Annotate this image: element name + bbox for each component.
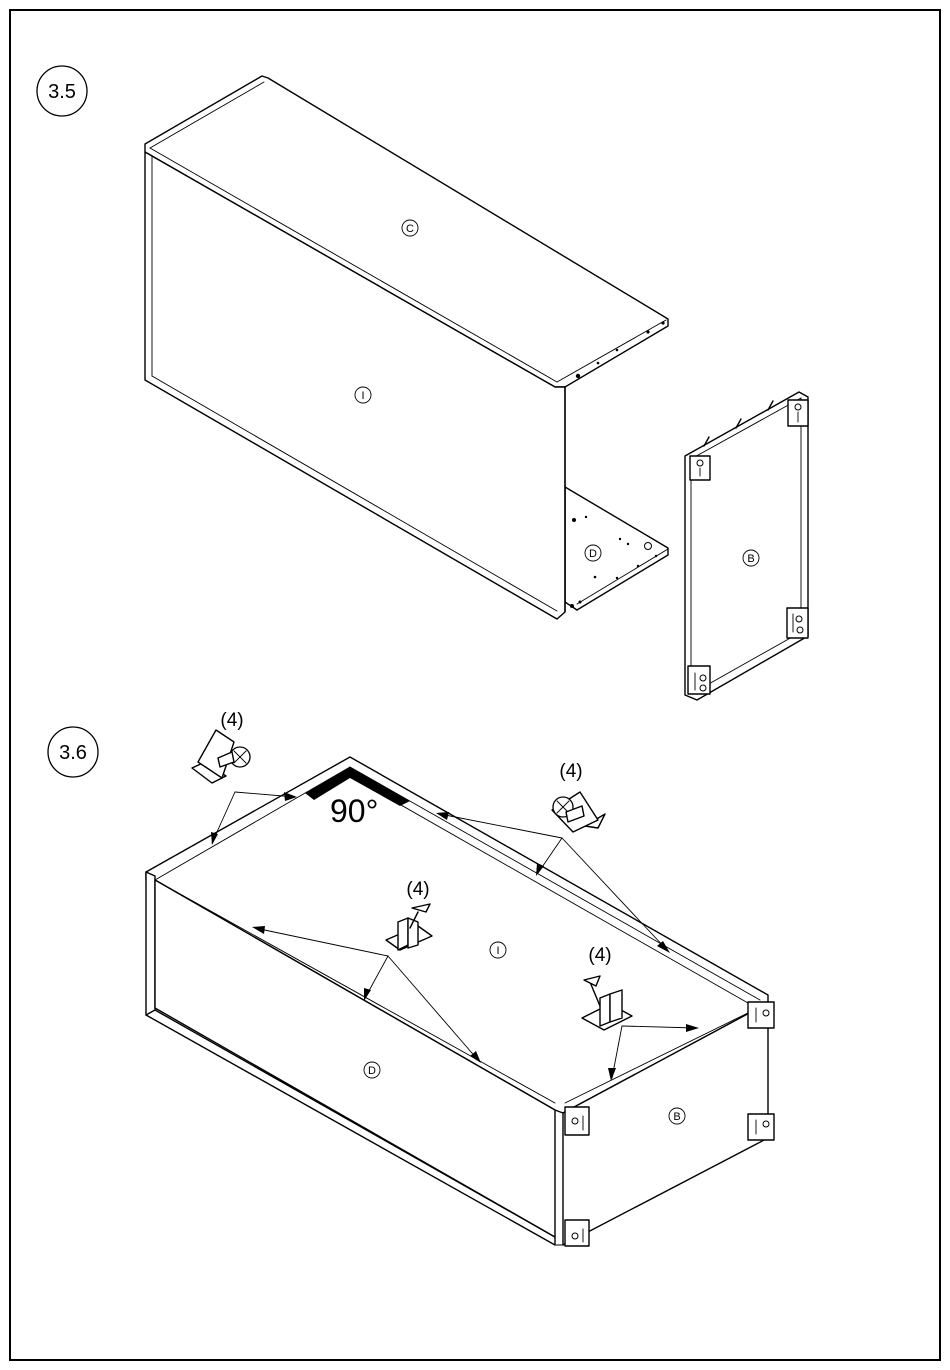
panel-label-b: B <box>743 550 759 566</box>
cam-housing-icon <box>690 456 710 480</box>
panel-d-bottom <box>565 487 668 610</box>
panel-label-b: B <box>669 1108 685 1124</box>
panel-label-c: C <box>402 220 418 236</box>
cam-housing-icon <box>748 1002 774 1028</box>
panel-label-i: I <box>490 942 506 958</box>
quantity-label: (4) <box>559 761 582 782</box>
svg-text:D: D <box>589 548 597 560</box>
panel-label-d: D <box>585 545 601 561</box>
cam-housing-icon <box>565 1107 589 1135</box>
quantity-label: (4) <box>406 879 429 900</box>
svg-text:C: C <box>406 223 414 235</box>
step-3-6: 3.6 <box>48 710 774 1246</box>
cam-bracket-icon: (4) <box>552 761 605 832</box>
cam-housing-icon <box>787 608 808 638</box>
cam-housing-icon <box>748 1114 774 1140</box>
angle-label: 90° <box>330 793 378 829</box>
panel-b-side <box>685 392 808 700</box>
svg-text:I: I <box>496 945 499 957</box>
svg-text:I: I <box>361 390 364 402</box>
svg-text:D: D <box>368 1065 376 1077</box>
cam-housing-icon <box>788 400 808 426</box>
step-number: 3.6 <box>59 742 87 764</box>
step-number: 3.5 <box>48 81 76 103</box>
cam-housing-icon <box>565 1220 589 1246</box>
step-badge-3-5: 3.5 <box>37 66 87 116</box>
svg-text:B: B <box>673 1111 680 1123</box>
step-3-5: 3.5 <box>37 66 808 700</box>
panel-label-d: D <box>364 1062 380 1078</box>
cam-housing-icon <box>688 666 710 694</box>
step-badge-3-6: 3.6 <box>48 727 98 777</box>
quantity-label: (4) <box>588 945 611 966</box>
cam-bracket-icon: (4) <box>192 710 250 783</box>
quantity-label: (4) <box>220 710 243 731</box>
svg-text:B: B <box>747 553 754 565</box>
panel-label-i: I <box>355 387 371 403</box>
